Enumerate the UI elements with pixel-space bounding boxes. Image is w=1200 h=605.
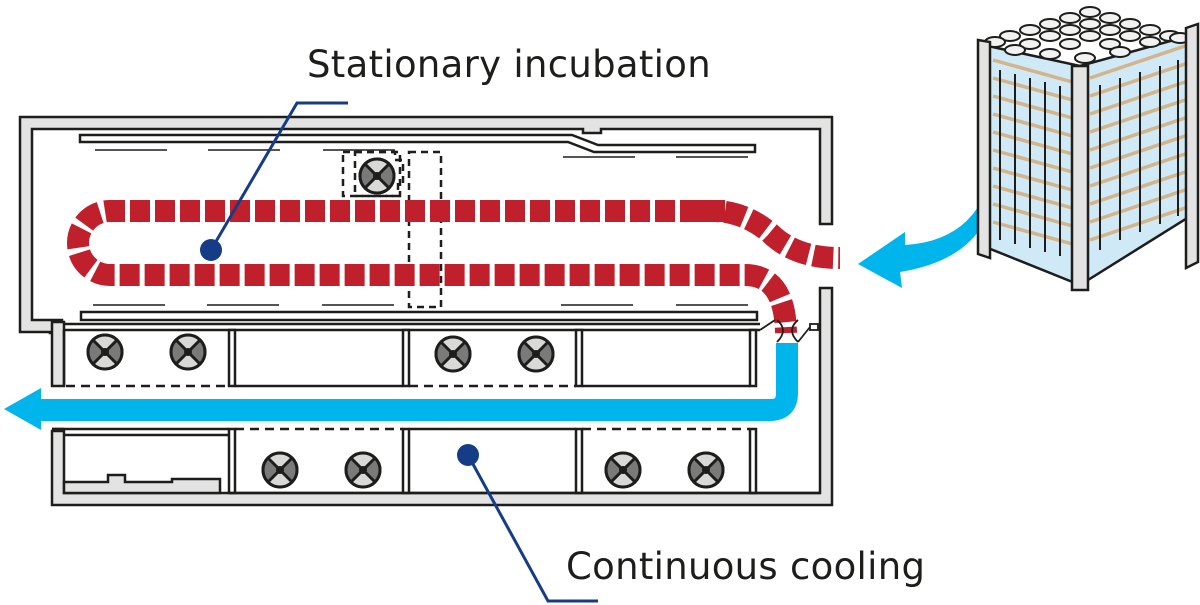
fan-icon xyxy=(517,335,555,373)
inlet-arrow xyxy=(858,155,996,288)
lower-cooling-compartments xyxy=(52,427,820,495)
incubation-callout-line xyxy=(209,101,348,251)
fan-icon xyxy=(261,451,299,489)
stationary-incubation-label: Stationary incubation xyxy=(307,43,711,86)
fan-icon xyxy=(604,451,642,489)
bottom-rail xyxy=(79,310,759,322)
valve-icon xyxy=(759,319,819,343)
cooling-arrow-head xyxy=(4,388,41,430)
chamber-rails xyxy=(64,133,760,332)
fan-icon xyxy=(344,451,382,489)
upper-cooling-compartments xyxy=(62,328,758,388)
egg-tray-rack-icon xyxy=(976,6,1200,292)
incubation-callout-dot xyxy=(200,239,222,261)
fan-icon xyxy=(86,333,124,371)
incubation-belt-path xyxy=(67,200,797,334)
fan-icon xyxy=(358,157,396,195)
top-rail xyxy=(78,133,757,154)
incubation-belt xyxy=(67,200,841,334)
cooling-callout-line xyxy=(466,454,598,603)
cooling-pipe xyxy=(36,343,798,421)
fan-icon xyxy=(687,451,725,489)
incubation-fan-housing xyxy=(341,150,443,309)
continuous-cooling-label: Continuous cooling xyxy=(566,545,926,588)
cooling-callout-dot xyxy=(457,444,479,466)
outer-wall-top-chamber xyxy=(18,115,834,335)
lower-left-inner-floor xyxy=(62,473,222,495)
left-upper-wall-stub xyxy=(50,320,66,388)
callouts xyxy=(200,101,598,603)
incubation-belt-entry xyxy=(700,200,841,269)
fan-icon xyxy=(434,335,472,373)
fan-icon xyxy=(169,333,207,371)
cooling-airflow xyxy=(4,343,798,430)
